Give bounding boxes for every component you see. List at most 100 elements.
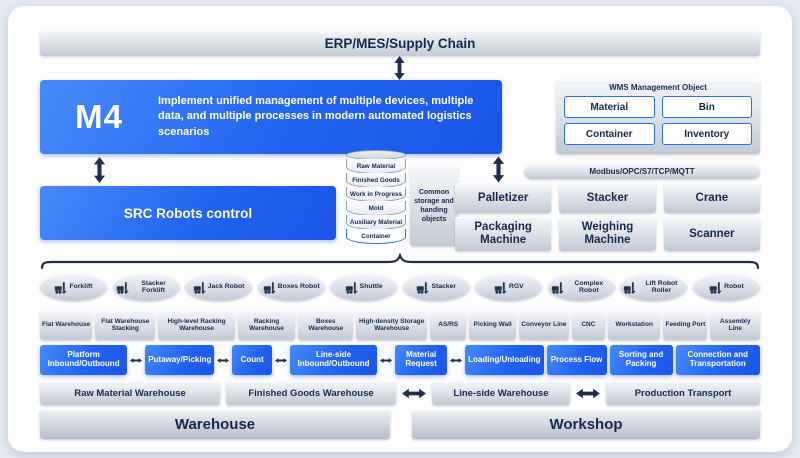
process-platform-inbound-outbound: Platform Inbound/Outbound (40, 345, 128, 375)
complex-robot-icon (551, 281, 564, 294)
location-cnc: CNC (571, 310, 606, 340)
warehouse-zone-bar: Warehouse (40, 409, 390, 439)
process-line-side-inbound-outbound: Line-side Inbound/Outbound (289, 345, 378, 375)
location-feeding-port: Feeding Port (663, 310, 708, 340)
robot-icon (709, 281, 722, 294)
equipment-item: Robot (692, 273, 760, 301)
device-scanner: Scanner (663, 217, 760, 251)
process-count: Count (232, 345, 272, 375)
finished-goods-warehouse-box: Finished Goods Warehouse (226, 381, 396, 405)
cylinder-item-container: Container (346, 229, 406, 244)
location-high-density-storage-warehouse: High-density Storage Warehouse (356, 310, 428, 340)
equipment-label: Lift Robot Roller (645, 279, 678, 294)
cylinder-item-auxiliary-material: Auxiliary Material (346, 215, 406, 230)
m4-box: M4 Implement unified management of multi… (40, 80, 502, 154)
equipment-item: Boxes Robot (257, 273, 325, 301)
device-weighing-machine: Weighing Machine (559, 217, 656, 251)
equipment-label: Stacker Forklift (141, 279, 166, 294)
equipment-label: Robot (724, 283, 744, 291)
vertical-double-arrow-icon (492, 156, 505, 183)
common-storage-label-box: Common storage and handing objects (410, 166, 458, 246)
shuttle-icon (345, 281, 357, 294)
wms-grid: Material Bin Container Inventory (564, 96, 752, 145)
equipment-item: Stacker Forklift (112, 273, 180, 301)
storage-objects-cylinder: Raw Material Finished Goods Work in Prog… (346, 150, 406, 252)
src-robots-label: SRC Robots control (123, 205, 253, 221)
cylinder-item-raw-material: Raw Material (346, 159, 406, 174)
src-robots-control-box: SRC Robots control (40, 186, 336, 240)
process-flow: Process Flow (546, 345, 607, 375)
device-grid: Palletizer Stacker Crane Packaging Machi… (455, 183, 760, 251)
location-workstation: Workstation (608, 310, 661, 340)
m4-title: M4 (75, 98, 123, 135)
wms-box: WMS Management Object Material Bin Conta… (556, 80, 760, 154)
equipment-item: Lift Robot Roller (620, 273, 688, 301)
location-row: Flat Warehouse Flat Warehouse Stacking H… (40, 310, 761, 340)
location-boxes-warehouse: Boxes Warehouse (298, 310, 354, 340)
device-crane: Crane (663, 183, 760, 213)
wms-title: WMS Management Object (609, 83, 707, 92)
wms-item-container: Container (564, 123, 655, 145)
equipment-item: RGV (475, 273, 543, 301)
wms-item-bin: Bin (661, 96, 752, 118)
equipment-label: Jack Robot (207, 283, 245, 291)
equipment-label: Complex Robot (574, 279, 604, 294)
location-high-level-racking-warehouse: High-level Racking Warehouse (158, 310, 235, 340)
jack-robot-icon (193, 281, 205, 294)
swap-arrow-icon (130, 357, 143, 363)
cylinder-item-finished-goods: Finished Goods (346, 173, 406, 188)
location-racking-warehouse: Racking Warehouse (237, 310, 296, 340)
equipment-label: Shuttle (359, 283, 383, 291)
warehouse-row: Raw Material Warehouse Finished Goods Wa… (40, 381, 760, 405)
protocol-label: Modbus/OPC/S7/TCP/MQTT (589, 167, 695, 176)
protocol-bar: Modbus/OPC/S7/TCP/MQTT (524, 164, 760, 179)
device-palletizer: Palletizer (455, 183, 552, 213)
lift-robot-roller-icon (624, 281, 636, 294)
equipment-item: Forklift (40, 273, 107, 301)
location-picking-wall: Picking Wall (469, 310, 517, 340)
zone-row: Warehouse Workshop (40, 409, 760, 439)
wms-item-inventory: Inventory (661, 123, 752, 145)
m4-description: Implement unified management of multiple… (158, 94, 474, 138)
equipment-row: Forklift Stacker Forklift Jack Robot Box… (40, 272, 760, 302)
workshop-zone-bar: Workshop (412, 409, 760, 439)
swap-arrow-icon (274, 357, 287, 363)
raw-material-warehouse-box: Raw Material Warehouse (40, 381, 220, 405)
location-flat-warehouse-stacking: Flat Warehouse Stacking (95, 310, 156, 340)
process-row: Platform Inbound/Outbound Putaway/Pickin… (40, 345, 761, 375)
process-sorting-and-packing: Sorting and Packing (609, 345, 673, 375)
swap-arrow-icon (402, 388, 426, 398)
diagram-card: ERP/MES/Supply Chain M4 Implement unifie… (8, 6, 792, 452)
process-putaway-picking: Putaway/Picking (145, 345, 215, 375)
cylinder-item-mold: Mold (346, 201, 406, 216)
equipment-item: Complex Robot (547, 273, 615, 301)
equipment-item: Jack Robot (185, 273, 253, 301)
brace-icon (40, 253, 760, 269)
device-packaging-machine: Packaging Machine (455, 217, 552, 251)
cylinder-item-work-in-progress: Work in Progress (346, 187, 406, 202)
equipment-item: Stacker (402, 273, 470, 301)
equipment-label: Stacker (431, 283, 457, 291)
stacker-forklift-icon (116, 281, 128, 294)
equipment-label: Forklift (69, 283, 93, 291)
location-asrs: AS/RS (430, 310, 467, 340)
erp-mes-bar: ERP/MES/Supply Chain (40, 30, 760, 56)
swap-arrow-icon (576, 388, 600, 398)
rgv-icon (494, 281, 507, 294)
erp-mes-label: ERP/MES/Supply Chain (324, 35, 476, 51)
equipment-label: RGV (508, 283, 524, 291)
swap-arrow-icon (217, 357, 230, 363)
equipment-label: Boxes Robot (277, 283, 320, 291)
location-conveyor-line: Conveyor Line (519, 310, 569, 340)
swap-arrow-icon (380, 357, 393, 363)
forklift-icon (55, 281, 67, 294)
stacker-icon (417, 281, 429, 294)
location-assembly-line: Assembly Line (710, 310, 761, 340)
line-side-warehouse-box: Line-side Warehouse (432, 381, 570, 405)
wms-item-material: Material (564, 96, 655, 118)
process-material-request: Material Request (395, 345, 448, 375)
production-transport-box: Production Transport (606, 381, 760, 405)
process-loading-unloading: Loading/Unloading (465, 345, 544, 375)
vertical-double-arrow-icon (394, 56, 405, 80)
